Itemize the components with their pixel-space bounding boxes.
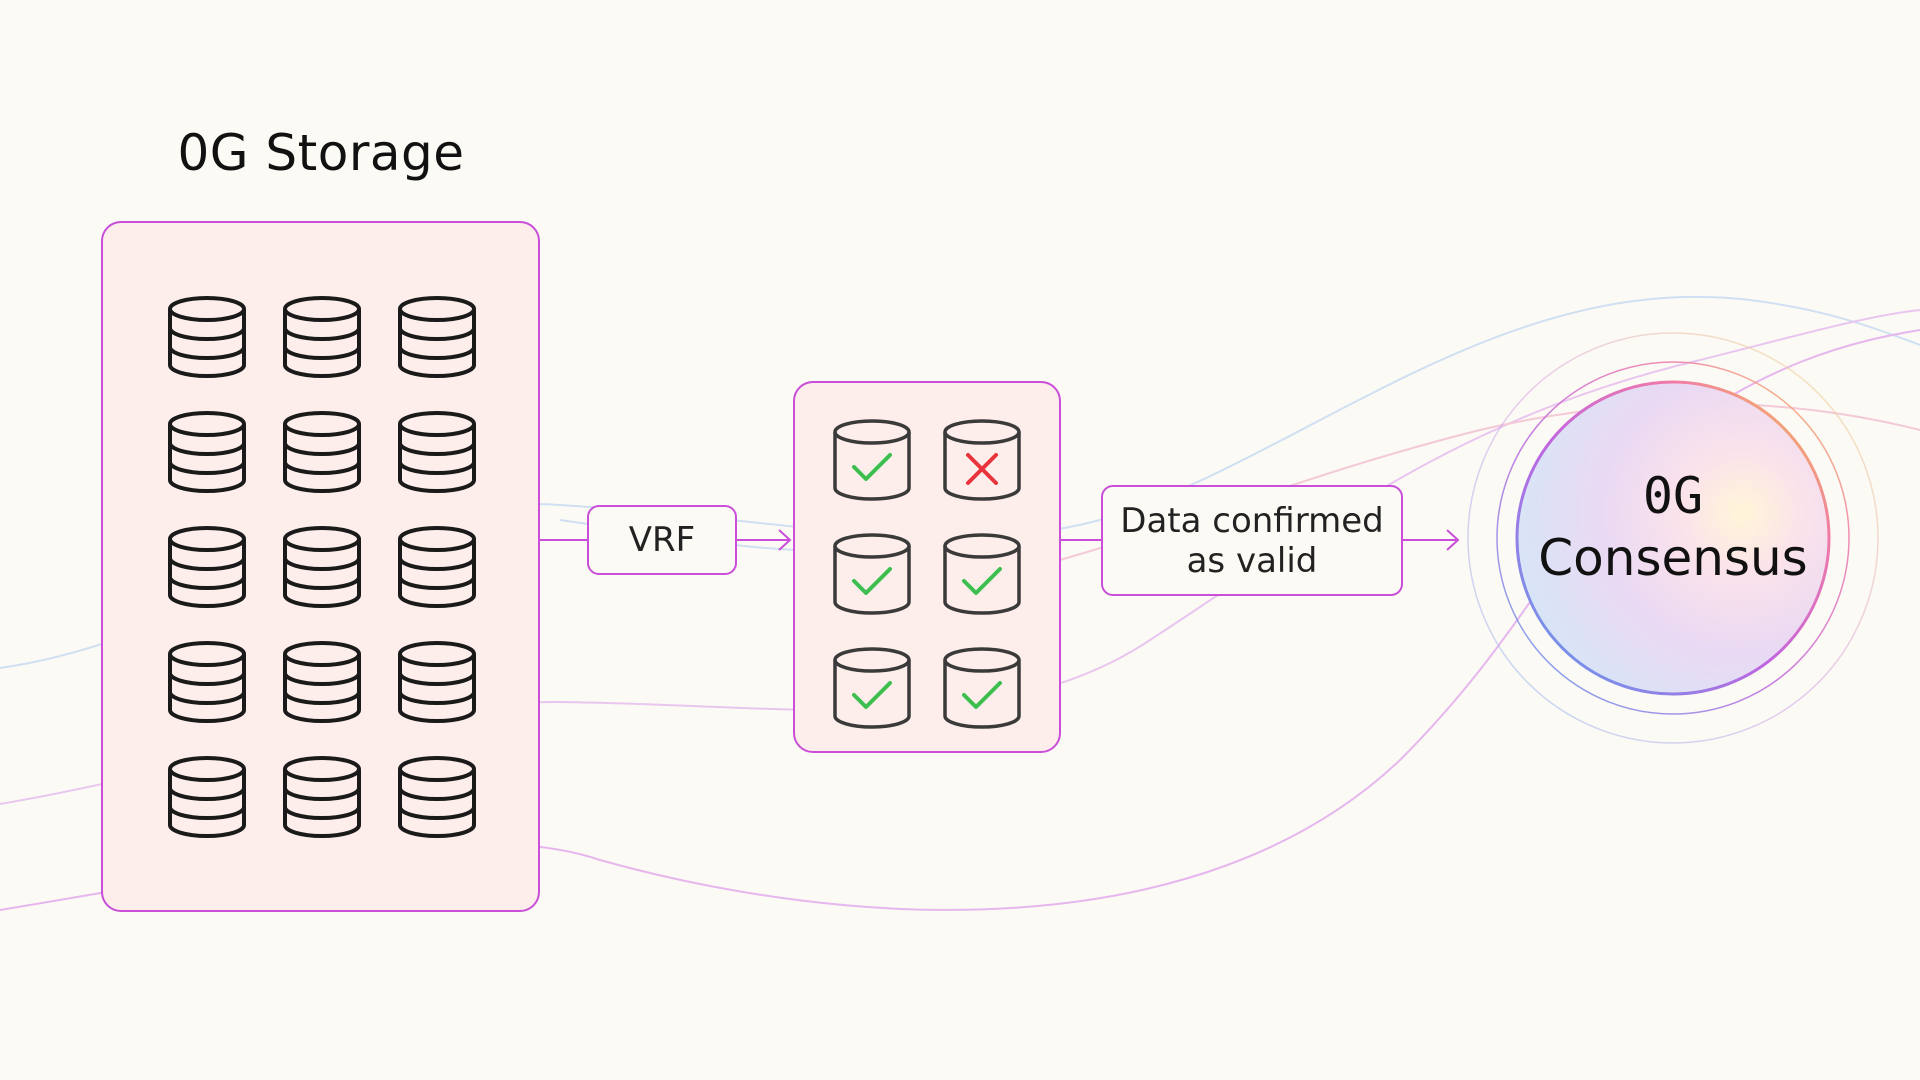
- database-icon: [398, 756, 476, 838]
- database-valid-icon: [833, 647, 911, 729]
- confirmation-box: Data confirmed as valid: [1101, 485, 1403, 596]
- confirmation-line-2: as valid: [1186, 540, 1318, 581]
- confirmation-line-1: Data confirmed: [1120, 500, 1384, 541]
- database-icon: [283, 526, 361, 608]
- database-icon: [168, 756, 246, 838]
- validation-node-grid: [832, 417, 1022, 731]
- database-icon: [283, 411, 361, 493]
- storage-title: 0G Storage: [177, 124, 465, 182]
- connectors: [540, 529, 1460, 551]
- storage-panel: [101, 221, 540, 912]
- database-invalid-icon: [943, 419, 1021, 501]
- database-icon: [398, 296, 476, 378]
- arrow-head-icon: [778, 529, 792, 551]
- vrf-label: VRF: [628, 520, 696, 560]
- database-icon: [168, 411, 246, 493]
- validation-panel: [793, 381, 1061, 753]
- consensus-line-2: Consensus: [1538, 529, 1808, 587]
- database-valid-icon: [943, 647, 1021, 729]
- database-icon: [398, 641, 476, 723]
- consensus-line-1: 0G: [1642, 467, 1704, 525]
- database-icon: [398, 411, 476, 493]
- database-valid-icon: [943, 533, 1021, 615]
- consensus-label: 0G Consensus: [1515, 465, 1831, 589]
- database-icon: [398, 526, 476, 608]
- storage-node-grid: [167, 294, 477, 840]
- database-valid-icon: [833, 533, 911, 615]
- arrow-head-icon: [1446, 529, 1460, 551]
- database-icon: [283, 641, 361, 723]
- database-icon: [283, 756, 361, 838]
- database-icon: [168, 526, 246, 608]
- database-icon: [283, 296, 361, 378]
- database-valid-icon: [833, 419, 911, 501]
- database-icon: [168, 296, 246, 378]
- consensus-orb: [1467, 332, 1879, 744]
- database-icon: [168, 641, 246, 723]
- vrf-label-box: VRF: [587, 505, 737, 575]
